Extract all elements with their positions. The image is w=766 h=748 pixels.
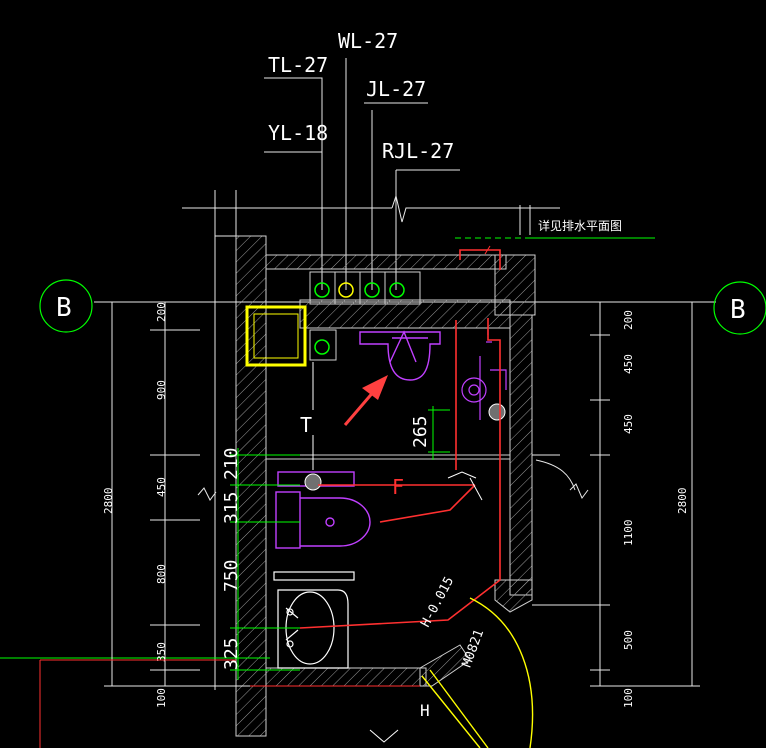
drain-pipes (299, 249, 501, 629)
slope-label: H-0.015 (418, 574, 457, 629)
label-rjl-27: RJL-27 (382, 139, 454, 163)
door-swing (421, 597, 534, 748)
floor-drain-1 (488, 403, 506, 421)
detail-note: 详见排水平面图 (538, 218, 622, 233)
axis-label-left: B (56, 293, 72, 323)
pipe-yl-circle (314, 339, 330, 355)
right-dim-2: 450 (622, 354, 635, 374)
fixture-dim-e: 265 (410, 415, 431, 448)
urinal-fixture (359, 330, 441, 381)
floor-drain-2 (304, 473, 322, 491)
right-dim-3: 450 (622, 414, 635, 434)
axis-bubble-left (39, 279, 93, 333)
right-dim-6: 100 (622, 688, 635, 708)
right-dim-5: 500 (622, 630, 635, 650)
fixture-dim-a: 210 (221, 447, 242, 480)
fixture-dim-leaders (0, 406, 450, 680)
pipe-mark-t: T (300, 413, 312, 437)
door-label: M0821 (460, 627, 487, 669)
washbasin-fixture (273, 571, 355, 669)
cleanout-mark (447, 471, 477, 479)
left-dim-6: 100 (155, 688, 168, 708)
axis-label-right: B (730, 295, 746, 325)
walls (235, 235, 536, 737)
callout-arrow (343, 375, 388, 426)
pipe-label-leaders (264, 58, 460, 290)
label-tl-27: TL-27 (268, 53, 328, 77)
fixture-dim-b: 315 (221, 491, 242, 524)
label-yl-18: YL-18 (268, 121, 328, 145)
fixture-dim-d: 325 (221, 637, 242, 670)
fixture-dim-c: 750 (221, 559, 242, 592)
pipe-mark-h: H (420, 701, 430, 720)
right-dim-total: 2800 (676, 488, 689, 515)
left-dim-total: 2800 (102, 488, 115, 515)
right-dim-4: 1100 (622, 520, 635, 547)
left-dim-3: 450 (155, 477, 168, 497)
left-dim-5: 350 (155, 642, 168, 662)
left-dim-2: 900 (155, 380, 168, 400)
left-dim-4: 800 (155, 564, 168, 584)
label-jl-27: JL-27 (366, 77, 426, 101)
toilet-fixture (275, 471, 371, 549)
right-dim-1: 200 (622, 310, 635, 330)
pipe-mark-f: F (392, 475, 404, 499)
label-wl-27: WL-27 (338, 29, 398, 53)
pipe-shaft (309, 271, 421, 361)
pipe-wl-circle (338, 282, 354, 298)
bottom-room-outline (39, 659, 420, 748)
pipe-rjl-circle (389, 282, 405, 298)
left-dimension-chain (104, 301, 250, 687)
axis-bubble-right (713, 281, 766, 335)
pipe-tl-circle (314, 282, 330, 298)
structural-column (245, 305, 307, 367)
pipe-jl-circle (364, 282, 380, 298)
right-dimension-chain (532, 301, 700, 687)
left-dim-1: 200 (155, 302, 168, 322)
